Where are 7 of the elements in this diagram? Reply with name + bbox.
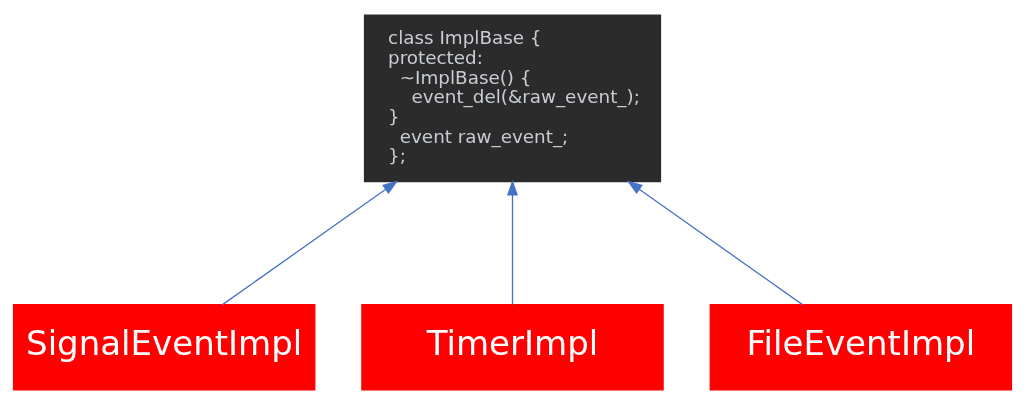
node-box: SignalEventImpl — [12, 304, 316, 391]
node-box: class ImplBase { protected: ~ImplBase() { event_del(&raw_event_); } event raw_event_; }; — [363, 14, 662, 183]
arrow — [221, 180, 399, 306]
arrow — [507, 179, 518, 306]
node-box: FileEventImpl — [709, 304, 1013, 391]
arrow — [626, 180, 804, 306]
node-box: TimerImpl — [361, 304, 664, 391]
